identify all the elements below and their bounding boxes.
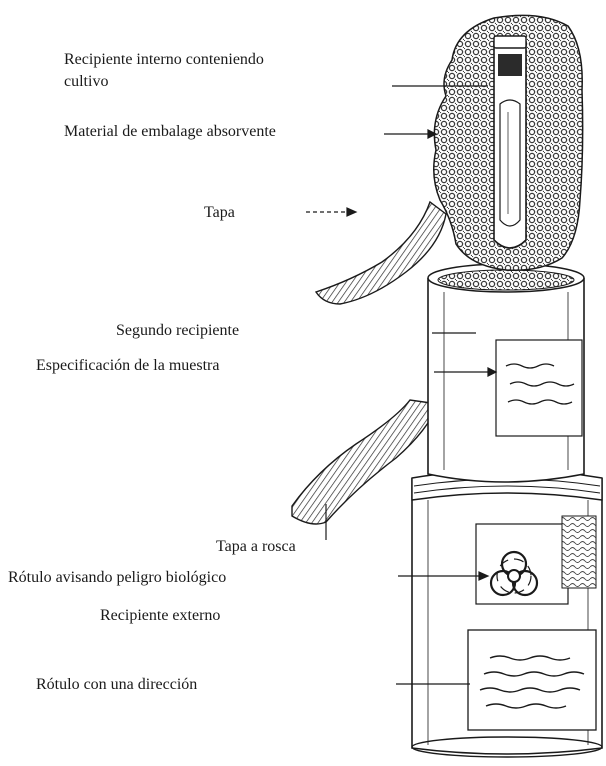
arrow-lid — [306, 208, 356, 216]
label-inner-container-line1: Recipiente interno conteniendo — [64, 50, 264, 70]
label-lid: Tapa — [204, 203, 235, 223]
label-biohazard: Rótulo avisando peligro biológico — [8, 568, 226, 588]
label-second-container: Segundo recipiente — [116, 321, 239, 341]
label-address: Rótulo con una dirección — [36, 675, 197, 695]
label-screw-cap: Tapa a rosca — [216, 537, 296, 557]
arrow-absorbent-material — [384, 130, 436, 138]
address-label-drawing — [468, 630, 596, 730]
sample-specification-label-drawing — [496, 340, 582, 436]
label-absorbent-material: Material de embalage absorvente — [64, 122, 276, 142]
label-outer-container: Recipiente externo — [100, 606, 220, 626]
inner-container-drawing — [494, 36, 526, 248]
lid-drawing — [316, 202, 446, 304]
label-inner-container-line2: cultivo — [64, 72, 108, 92]
label-sample-specification: Especificación de la muestra — [36, 356, 219, 376]
